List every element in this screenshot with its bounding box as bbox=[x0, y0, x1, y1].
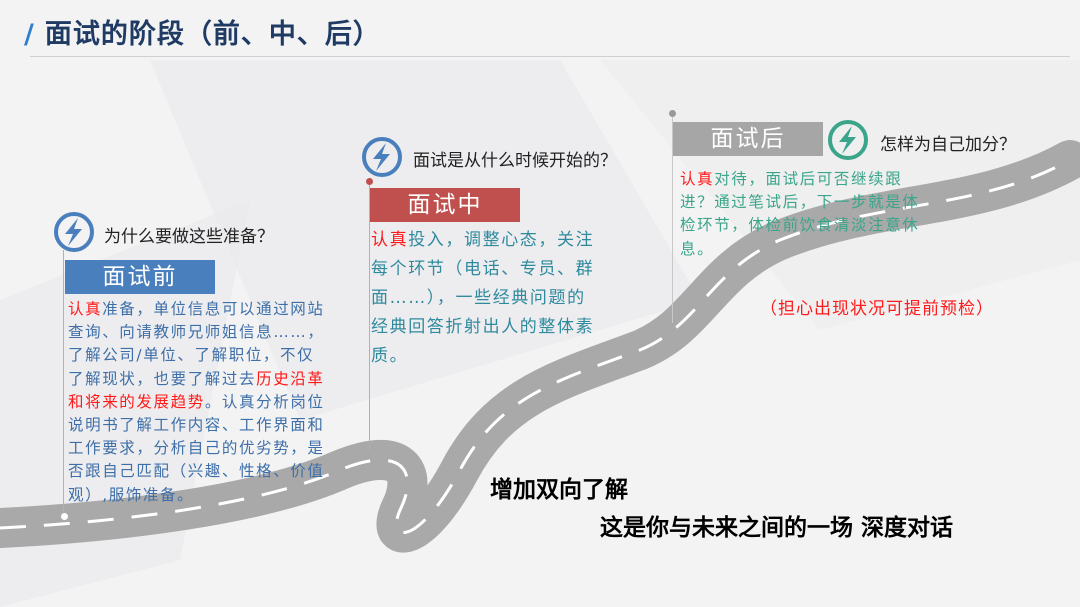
stage-note: （担心出现状况可提前预检） bbox=[760, 299, 994, 319]
highlight-text: 历史沿革和将来的发展趋势 bbox=[68, 369, 325, 411]
conclusion-line2: 这是你与未来之间的一场 深度对话 bbox=[600, 515, 954, 541]
conclusion-line1: 增加双向了解 bbox=[490, 477, 628, 503]
timeline-line bbox=[369, 180, 370, 450]
lightning-icon bbox=[362, 137, 402, 177]
body-text: 对待，面试后可否继续跟进？通过笔试后，下一步就是体检环节，体检前饮食清淡注意休息… bbox=[680, 170, 920, 258]
timeline-dot bbox=[366, 178, 373, 185]
lightning-icon bbox=[54, 212, 94, 252]
stage-question: 面试是从什么时候开始的？ bbox=[413, 151, 617, 171]
timeline-line bbox=[672, 113, 673, 323]
body-text: 准备，单位信息可以通过网站查询、向请教师兄师姐信息……，了解公司/单位、了解职位… bbox=[68, 300, 325, 388]
highlight-text: 认真 bbox=[680, 170, 715, 188]
body-text: 投入，调整心态，关注每个环节（电话、专员、群面……），一些经典问题的经典回答折射… bbox=[371, 230, 595, 366]
stage-label-during: 面试中 bbox=[370, 188, 520, 222]
timeline-line bbox=[63, 250, 64, 515]
stage-description: 认真准备，单位信息可以通过网站查询、向请教师兄师姐信息……，了解公司/单位、了解… bbox=[68, 298, 330, 507]
stage-description: 认真对待，面试后可否继续跟进？通过笔试后，下一步就是体检环节，体检前饮食清淡注意… bbox=[680, 168, 930, 261]
lightning-icon bbox=[828, 120, 868, 160]
stage-question: 怎样为自己加分？ bbox=[880, 135, 1016, 155]
stage-label-before: 面试前 bbox=[65, 260, 215, 294]
stage-description: 认真投入，调整心态，关注每个环节（电话、专员、群面……），一些经典问题的经典回答… bbox=[371, 226, 596, 371]
stage-question: 为什么要做这些准备？ bbox=[104, 227, 274, 247]
highlight-text: 认真 bbox=[68, 300, 103, 318]
stage-label-after: 面试后 bbox=[673, 122, 823, 156]
timeline-dot bbox=[60, 512, 69, 521]
page-title: /面试的阶段（前、中、后） bbox=[24, 19, 381, 50]
body-text: 。认真分析岗位说明书了解工作内容、工作界面和工作要求，分析自己的优劣势，是否跟自… bbox=[68, 392, 325, 504]
timeline-dot bbox=[669, 110, 676, 117]
title-divider bbox=[30, 56, 1070, 57]
highlight-text: 认真 bbox=[371, 230, 409, 250]
